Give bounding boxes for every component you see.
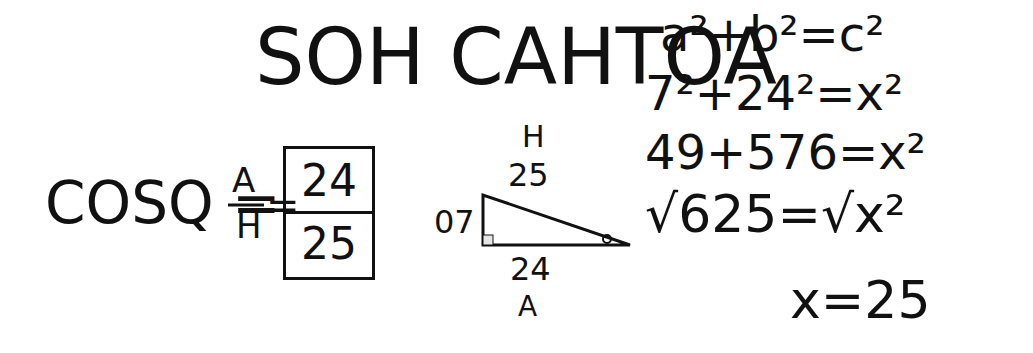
equation-line: a²+b²=c² — [660, 8, 884, 61]
fraction-denominator: H — [236, 208, 262, 245]
side-label: H — [522, 120, 545, 153]
equation-line: √625=√x² — [645, 186, 906, 243]
fraction-numerator: 24 — [286, 157, 372, 214]
equation-line: 49+576=x² — [645, 126, 926, 179]
side-length: 24 — [510, 252, 551, 287]
side-label: A — [518, 292, 537, 323]
answer-box: 2425 — [283, 146, 375, 280]
problem-number: 07 — [434, 205, 475, 240]
fraction-numerator: A — [232, 162, 255, 199]
equation-line: 7²+24²=x² — [645, 67, 903, 120]
right-angle-mark — [483, 235, 493, 245]
right-triangle — [483, 195, 630, 245]
side-length: 25 — [508, 158, 549, 193]
equation-line: x=25 — [790, 272, 931, 329]
fraction-denominator: 25 — [286, 220, 372, 268]
angle-mark — [603, 235, 611, 243]
